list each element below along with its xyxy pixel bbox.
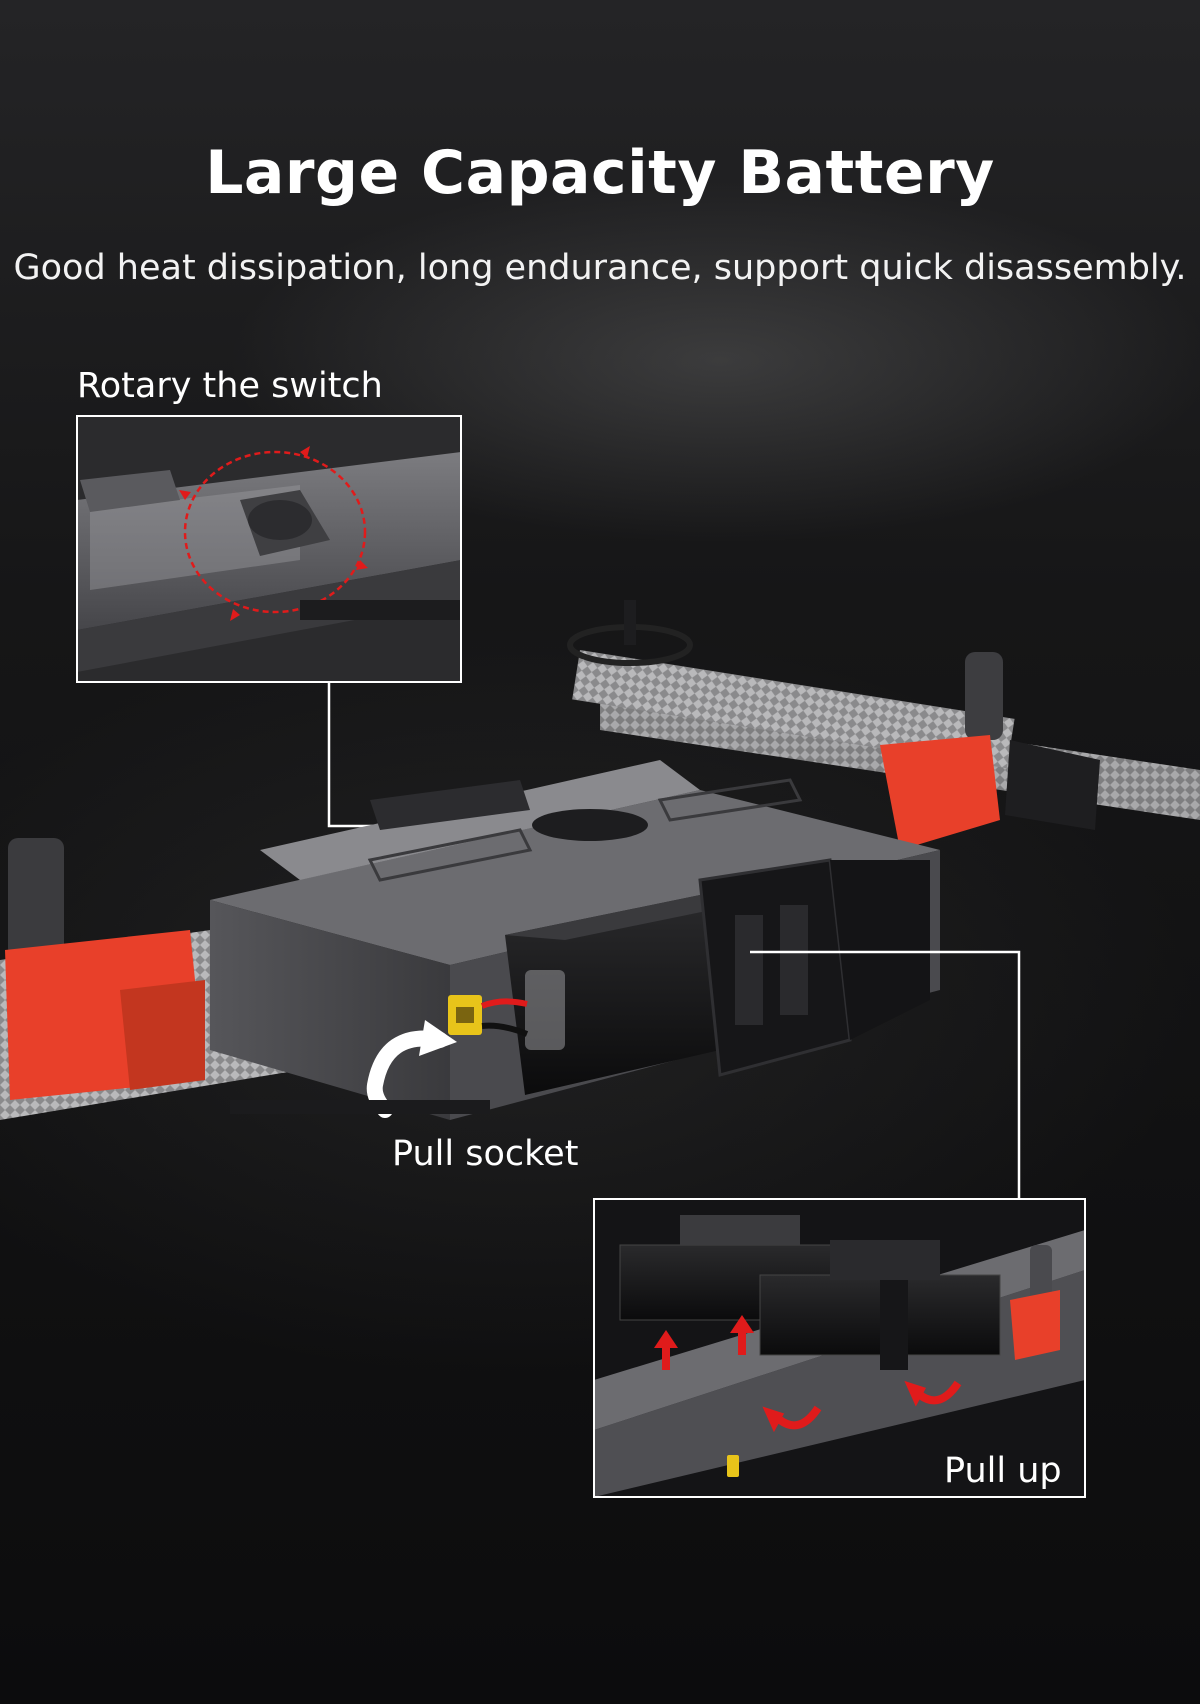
- page-title: Large Capacity Battery: [205, 138, 995, 208]
- pull-up-callout-line: [750, 950, 1021, 1199]
- pull-up-inset: [593, 1198, 1086, 1498]
- drone-main-body: [0, 600, 1200, 1120]
- pull-up-label: Pull up: [944, 1451, 1062, 1491]
- rotary-switch-label: Rotary the switch: [77, 366, 383, 406]
- pull-socket-label: Pull socket: [392, 1134, 579, 1174]
- page-subtitle: Good heat dissipation, long endurance, s…: [13, 248, 1187, 288]
- rotary-switch-inset: [76, 415, 462, 683]
